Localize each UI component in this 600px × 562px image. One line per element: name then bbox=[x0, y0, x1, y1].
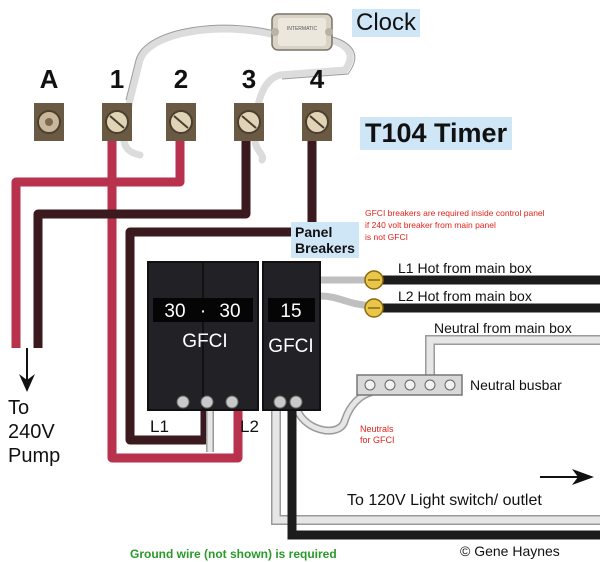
breaker-type-label: GFCI bbox=[268, 336, 313, 357]
breaker-screw bbox=[273, 395, 287, 409]
wire-nut-icon bbox=[364, 270, 384, 290]
wire-nut-icon bbox=[364, 298, 384, 318]
l2-label: L2 bbox=[240, 417, 259, 436]
pump-label-line2: 240V bbox=[8, 421, 55, 443]
gfci-note-line3: is not GFCI bbox=[365, 232, 408, 242]
terminal-label-2: 2 bbox=[174, 64, 188, 94]
neutral-gfci-wires bbox=[206, 388, 600, 525]
light-switch-label: To 120V Light switch/ outlet bbox=[347, 492, 542, 509]
neutral-wire bbox=[425, 335, 600, 378]
breaker-screw bbox=[289, 395, 303, 409]
breaker-type-label: GFCI bbox=[182, 331, 227, 352]
breaker-rating-sep: · bbox=[200, 301, 206, 322]
terminal-screw-icon bbox=[102, 103, 132, 141]
terminal-screw-icon bbox=[34, 103, 64, 141]
breaker-screw bbox=[225, 395, 239, 409]
clock-label: Clock bbox=[352, 9, 421, 37]
l2-hot-label: L2 Hot from main box bbox=[398, 288, 532, 304]
pump-label-line3: Pump bbox=[8, 445, 60, 467]
clock-motor-icon: INTERMATIC bbox=[271, 13, 333, 51]
terminal-screw-icon bbox=[166, 103, 196, 141]
gfci-note: GFCI breakers are required inside contro… bbox=[365, 208, 545, 242]
ground-note: Ground wire (not shown) is required bbox=[130, 547, 337, 561]
breaker-screw bbox=[176, 395, 190, 409]
breaker-240v-gfci: 30 · 30 GFCI bbox=[147, 261, 259, 411]
breaker-rating: 15 bbox=[280, 301, 301, 322]
neutral-busbar bbox=[356, 374, 463, 396]
breaker-screw bbox=[200, 395, 214, 409]
svg-text:INTERMATIC: INTERMATIC bbox=[287, 26, 318, 32]
dark-wires bbox=[33, 140, 317, 445]
clock-wires bbox=[120, 25, 354, 164]
neutrals-gfci-line1: Neutrals bbox=[360, 424, 394, 434]
light-switch-hot-wire bbox=[287, 405, 600, 540]
l1-hot-label: L1 Hot from main box bbox=[398, 260, 532, 276]
terminal-screw-icon bbox=[302, 103, 332, 141]
terminal-block bbox=[34, 103, 332, 141]
breaker-rating-right: 30 bbox=[219, 301, 240, 322]
neutral-main-label: Neutral from main box bbox=[434, 320, 572, 336]
terminal-labels: A 1 2 3 4 bbox=[40, 64, 325, 94]
red-wires bbox=[11, 138, 243, 463]
neutral-busbar-label: Neutral busbar bbox=[470, 377, 562, 393]
terminal-label-1: 1 bbox=[110, 64, 124, 94]
panel-breakers-line2: Breakers bbox=[295, 240, 355, 257]
neutrals-gfci-line2: for GFCI bbox=[360, 435, 395, 445]
timer-title: T104 Timer bbox=[360, 117, 513, 150]
copyright: © Gene Haynes bbox=[460, 543, 560, 559]
terminal-label-a: A bbox=[40, 64, 59, 94]
pump-label-line1: To bbox=[8, 397, 29, 419]
gfci-note-line2: if 240 volt breaker from main panel bbox=[365, 220, 496, 230]
terminal-label-3: 3 bbox=[242, 64, 256, 94]
panel-breakers-label: Panel Breakers bbox=[291, 222, 359, 259]
breaker-120v-gfci: 15 GFCI bbox=[262, 261, 321, 411]
arrow-right-icon bbox=[540, 469, 594, 485]
arrow-down-icon bbox=[19, 348, 35, 392]
panel-breakers-line1: Panel bbox=[295, 224, 333, 240]
gfci-note-line1: GFCI breakers are required inside contro… bbox=[365, 208, 545, 218]
l1-label: L1 bbox=[150, 417, 169, 436]
terminal-screw-icon bbox=[234, 103, 264, 141]
breaker-rating-left: 30 bbox=[164, 301, 185, 322]
terminal-label-4: 4 bbox=[310, 64, 325, 94]
